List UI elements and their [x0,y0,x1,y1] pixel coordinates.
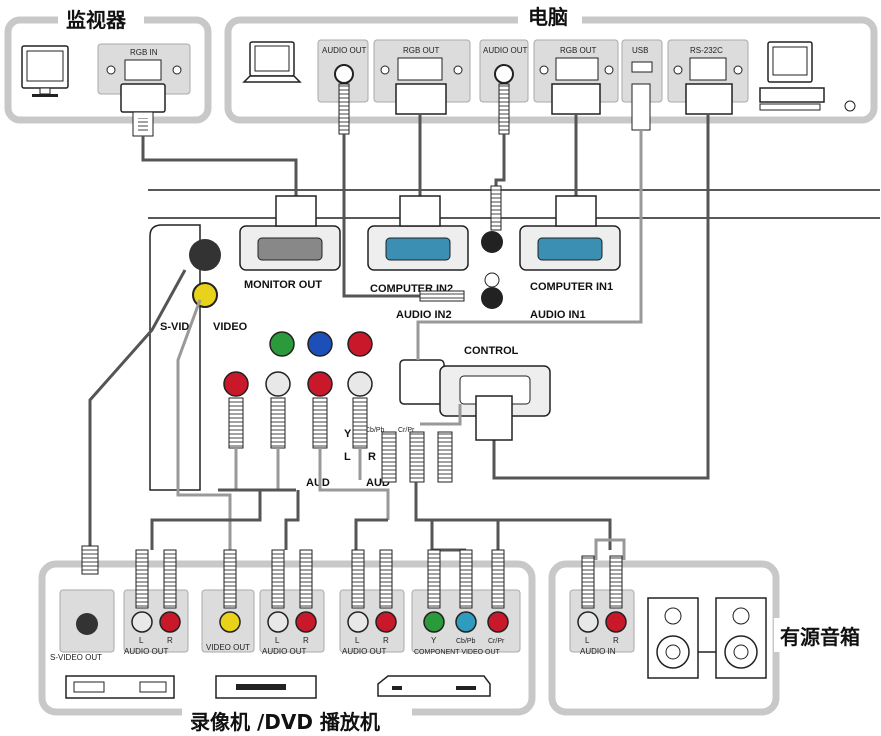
source2-jacks [201,549,325,653]
proj-computer-in1-label: COMPUTER IN1 [530,281,613,293]
proj-monitor-out-label: MONITOR OUT [244,279,322,291]
src-r2-label: R [303,636,309,645]
src-cr-label: Cr/Pr [488,638,505,645]
cable-usb [416,83,651,360]
proj-cr-label: Cr/Pr [398,427,415,434]
proj-cb-label: Cb/Pb [365,427,385,434]
pc2-rgb-out-label: RGB OUT [560,46,597,55]
pc2-audio-out-label: AUDIO OUT [483,46,528,55]
cable-audio-in2 [338,83,465,302]
proj-y-jack [269,331,295,357]
serial-plug-pc2 [685,83,733,115]
cable-s-video [81,269,187,575]
proj-s-video-label: S-VID [160,321,189,333]
dvd-player-icon [377,675,491,697]
projector-panel [148,189,880,491]
vcr-icon [65,675,175,699]
src-audio-out2-label: AUDIO OUT [262,647,307,656]
monitor-group-label: 监视器 [66,8,127,32]
proj-cb-jack [307,331,333,357]
vga-plug-monitor [120,83,166,137]
cable-rs232c [475,114,710,480]
proj-audio-l-jack-b [347,371,373,397]
laptop-icon [242,41,302,83]
vcr-dvd-group-label: 录像机 /DVD 播放机 [190,710,380,734]
proj-audio-in2-label: AUDIO IN2 [396,309,452,321]
dvd-recorder-icon [215,675,317,699]
src-r1-label: R [167,636,173,645]
proj-video-label: VIDEO [213,321,248,333]
src-l2-label: L [275,636,280,645]
computer-group-label: 电脑 [528,5,568,29]
vga-plug-pc2 [551,83,601,115]
speakers-group-label: 有源音箱 [780,625,860,649]
cable-audio-in1 [490,83,510,231]
proj-l-label: L [344,451,351,463]
cable-monitor-out [141,136,317,227]
src-component-video-out-label: COMPONENT VIDEO OUT [414,649,501,656]
speaker-left-icon [647,597,699,679]
usb-port [631,61,653,73]
cable-component [381,404,612,552]
cable-rgb-computer-in1 [555,114,597,227]
pc2-audio-out-jack [494,64,514,84]
monitor-rgb-in-label: RGB IN [130,48,158,57]
source1-audio-jacks [123,549,189,653]
source3-jacks [339,549,521,653]
monitor-rgb-in-port [106,59,182,81]
desktop-pc-icon [759,41,856,112]
cable-rgb-computer-in2 [399,114,441,227]
cable-audio-bundle-1 [150,397,390,550]
spk-r-label: R [613,636,619,645]
src-audio-out1-label: AUDIO OUT [124,647,169,656]
spk-audio-in-label: AUDIO IN [580,647,616,656]
pc1-audio-out-label: AUDIO OUT [322,46,367,55]
s-video-out-panel [59,589,115,653]
pc1-rgb-out-label: RGB OUT [403,46,440,55]
proj-audio-label-a: AUD [306,477,330,489]
src-l1-label: L [139,636,144,645]
speaker-right-icon [715,597,767,679]
src-cb-label: Cb/Pb [456,638,476,645]
cable-video [176,299,232,550]
vga-plug-pc1 [395,83,447,115]
proj-cr-jack [347,331,373,357]
proj-audio-l-jack-a [265,371,291,397]
proj-audio-r-jack-a [223,371,249,397]
src-y-label: Y [431,636,437,645]
speaker-audio-in-jacks [569,555,635,653]
pc2-rs232c-label: RS-232C [690,46,723,55]
proj-control-label: CONTROL [464,345,519,357]
proj-audio-in1-label: AUDIO IN1 [530,309,586,321]
proj-audio-r-jack-b [307,371,333,397]
src-r3-label: R [383,636,389,645]
pc2-usb-label: USB [632,46,648,55]
proj-y-label: Y [344,428,352,440]
monitor-icon [21,45,69,97]
proj-r-label: R [368,451,376,463]
cable-speaker-audio [594,538,626,560]
src-video-out-label: VIDEO OUT [206,643,250,652]
src-s-video-out-label: S-VIDEO OUT [50,653,102,662]
pc1-audio-out-jack [334,64,354,84]
src-l3-label: L [355,636,360,645]
src-audio-out3-label: AUDIO OUT [342,647,387,656]
spk-l-label: L [585,636,590,645]
